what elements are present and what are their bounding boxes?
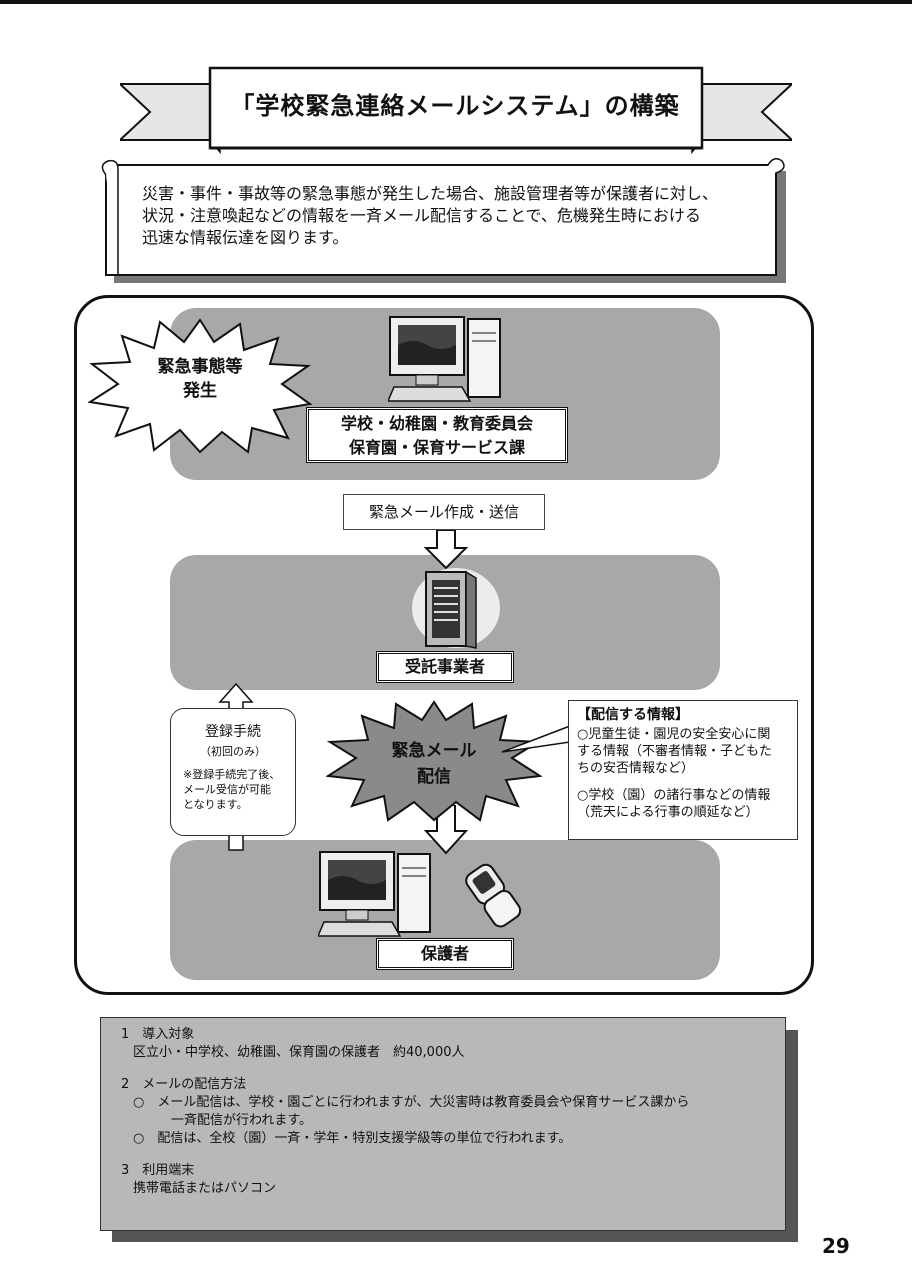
page-title: 「学校緊急連絡メールシステム」の構築 — [230, 92, 680, 120]
sender-line-2: 保育園・保育サービス課 — [348, 438, 525, 457]
contractor-label: 受託事業者 — [376, 651, 514, 683]
guardian-label: 保護者 — [376, 938, 514, 970]
note-3-heading: 3 利用端末 — [121, 1163, 195, 1178]
callout-pointer — [501, 724, 571, 753]
sender-line-1: 学校・幼稚園・教育委員会 — [340, 414, 533, 433]
note-1-heading: 1 導入対象 — [121, 1027, 195, 1042]
intro-text: 災害・事件・事故等の緊急事態が発生した場合、施設管理者等が保護者に対し、 状況・… — [142, 183, 742, 249]
note-2-bullet-1: ○ メール配信は、学校・園ごとに行われますが、大災害時は教育委員会や保育サービス… — [133, 1095, 690, 1110]
desktop-computer-icon — [388, 316, 501, 402]
registration-note-line-3: となります。 — [183, 798, 248, 811]
note-3-body: 携帯電話またはパソコン — [133, 1181, 277, 1196]
note-1-body: 区立小・中学校、幼稚園、保育園の保護者 約40,000人 — [133, 1045, 465, 1060]
intro-scroll-frame — [101, 158, 786, 283]
intro-line-3: 迅速な情報伝達を図ります。 — [142, 228, 349, 247]
emergency-line-1: 緊急事態等 — [157, 357, 243, 377]
down-arrow-icon — [424, 530, 468, 570]
server-rack-icon — [412, 568, 500, 649]
registration-note-line-2: メール受信が可能 — [183, 783, 271, 796]
info-line-b2: （荒天による行事の順延など） — [577, 805, 759, 820]
emergency-burst-label: 緊急事態等 発生 — [140, 355, 260, 403]
down-arrow-icon — [424, 805, 468, 855]
registration-box: 登録手続 （初回のみ） ※登録手続完了後、 メール受信が可能 となります。 — [170, 708, 296, 836]
intro-line-2: 状況・注意喚起などの情報を一斉メール配信することで、危機発生時における — [142, 206, 701, 225]
mobile-phone-icon — [465, 863, 522, 928]
info-box-title: 【配信する情報】 — [577, 707, 689, 723]
diagram-frame — [74, 295, 814, 995]
registration-note-line-1: ※登録手続完了後、 — [183, 768, 281, 781]
emergency-burst-shape — [88, 318, 312, 454]
send-line-2: 配信 — [417, 767, 451, 787]
delivered-info-box: 【配信する情報】 ○児童生徒・園児の安全安心に関 する情報（不審者情報・子どもた… — [568, 700, 798, 840]
registration-note: ※登録手続完了後、 メール受信が可能 となります。 — [171, 767, 295, 812]
send-burst-shape — [326, 700, 542, 822]
page-number: 29 — [822, 1234, 850, 1258]
desktop-computer-icon — [318, 851, 431, 937]
info-line-b1: ○学校（園）の諸行事などの情報 — [577, 788, 771, 803]
info-line-a2: する情報（不審者情報・子どもた — [577, 744, 773, 759]
note-2-bullet-1-continued: 一斉配信が行われます。 — [171, 1113, 313, 1128]
emergency-line-2: 発生 — [183, 381, 217, 401]
registration-subtitle: （初回のみ） — [200, 745, 266, 758]
top-border-rule — [0, 0, 912, 4]
send-line-1: 緊急メール — [391, 741, 477, 761]
intro-line-1: 災害・事件・事故等の緊急事態が発生した場合、施設管理者等が保護者に対し、 — [142, 184, 719, 203]
notes-panel: 1 導入対象 区立小・中学校、幼稚園、保育園の保護者 約40,000人 2 メー… — [100, 1017, 786, 1231]
note-2-heading: 2 メールの配信方法 — [121, 1077, 247, 1092]
info-line-a1: ○児童生徒・園児の安全安心に関 — [577, 727, 771, 742]
info-line-a3: ちの安否情報など） — [577, 761, 695, 776]
note-2-bullet-2: ○ 配信は、全校（園）一斉・学年・特別支援学級等の単位で行われます。 — [133, 1131, 572, 1146]
sender-label: 学校・幼稚園・教育委員会 保育園・保育サービス課 — [306, 407, 568, 463]
send-burst-label: 緊急メール 配信 — [372, 738, 496, 790]
compose-send-label: 緊急メール作成・送信 — [343, 494, 545, 530]
title-ribbon — [120, 66, 792, 155]
registration-title: 登録手続 — [205, 724, 261, 740]
